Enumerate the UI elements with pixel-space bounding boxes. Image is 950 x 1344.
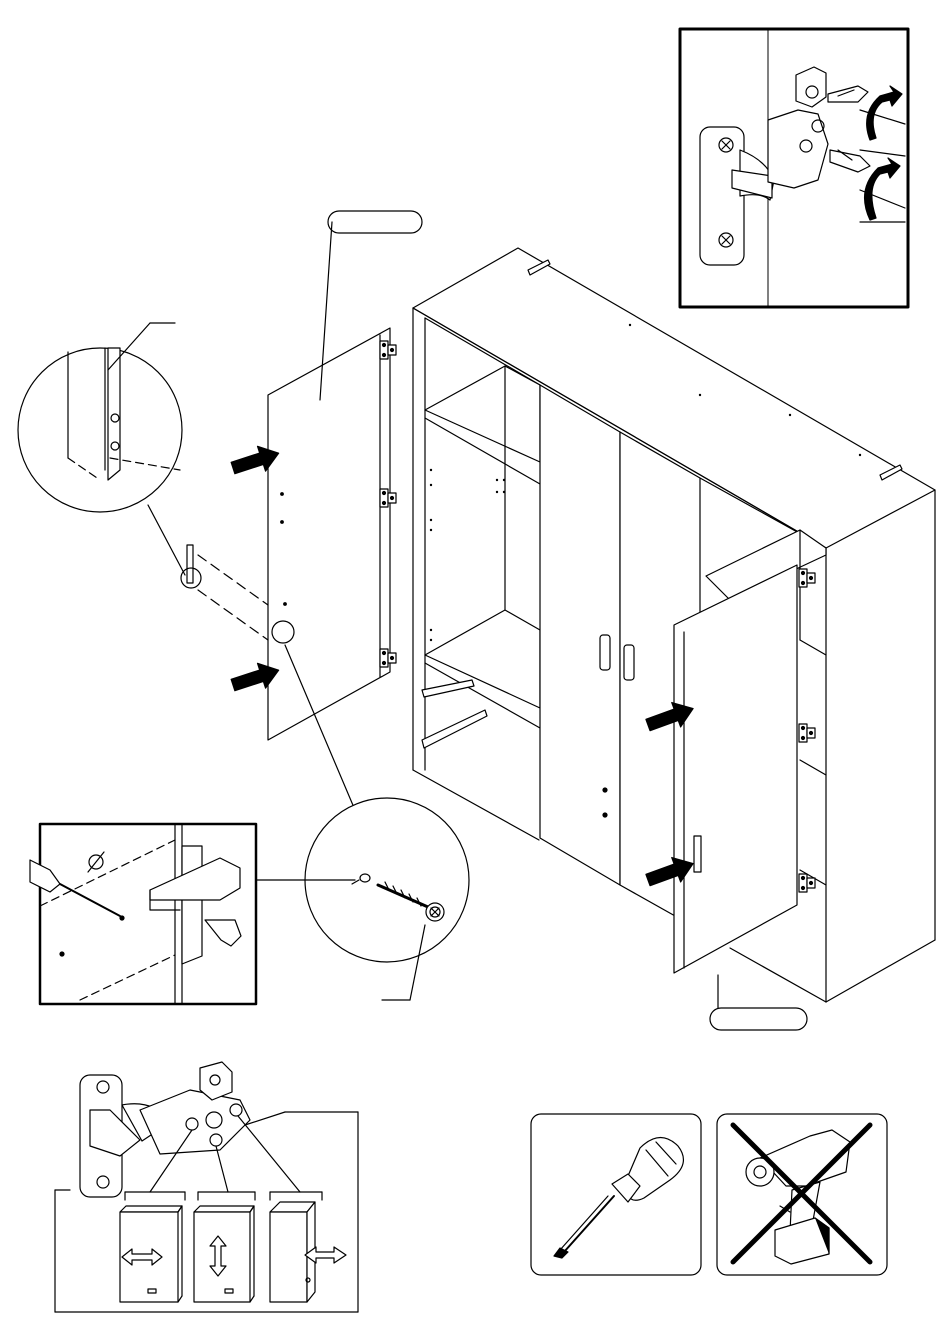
horizontal-adjustment-icon [120,1206,182,1302]
screwdriver-tool-panel [531,1114,701,1275]
hinge-icon [799,724,815,742]
door-handle[interactable] [694,836,701,872]
rotate-arrow-icon [865,158,900,220]
hinge-detail-zoom-box [680,29,908,307]
hinge-icon [799,569,815,587]
no-power-drill-panel [717,1114,887,1275]
drill-detail-zoom-box [30,824,355,1004]
hinge-icon [380,489,396,507]
depth-adjustment-icon [270,1202,346,1302]
hinge-adjustment-diagram [55,1062,358,1312]
hinge-icon [380,649,396,667]
hinge-icon [380,341,396,359]
handle-detail-zoom-circle [18,323,182,512]
rotate-arrow-icon [867,86,902,140]
left-door-panel [229,328,396,740]
door-handle[interactable] [624,645,634,680]
door-handle[interactable] [600,635,610,670]
vertical-adjustment-icon [194,1206,254,1302]
handle-insertion-guide [148,505,268,640]
